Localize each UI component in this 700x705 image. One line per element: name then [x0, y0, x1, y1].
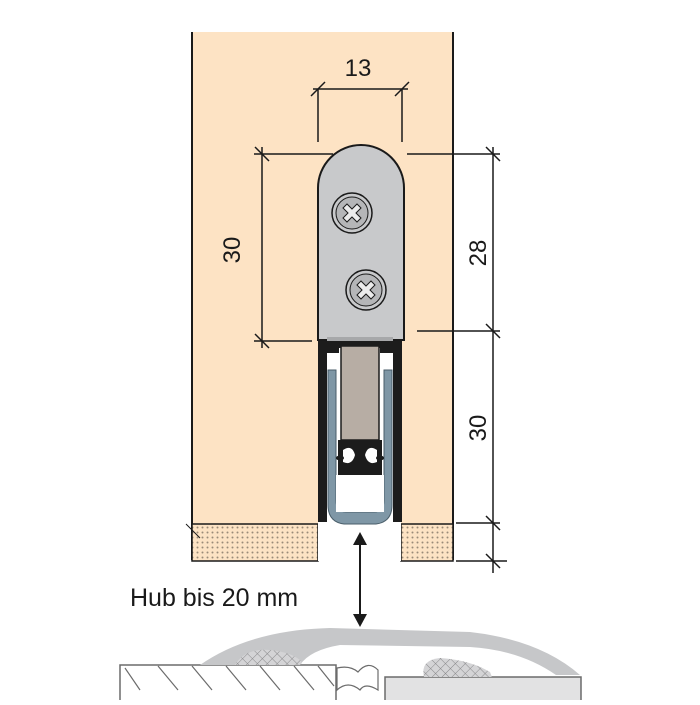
stroke-caption: Hub bis 20 mm	[130, 584, 298, 612]
dimension-label-seal-right: 30	[465, 415, 492, 442]
dimension-right-chain	[407, 146, 507, 573]
floor-threshold	[119, 628, 582, 705]
dimension-label-width: 13	[345, 55, 372, 82]
dimension-label-bracket-right: 28	[465, 240, 492, 267]
phillips-screw-icon	[345, 269, 387, 311]
dimension-bracket-left	[254, 146, 333, 349]
mounting-bracket	[317, 144, 405, 341]
seal-mechanism-block	[336, 345, 384, 475]
seal-profile	[327, 369, 393, 525]
dimension-label-bracket-left: 30	[219, 237, 246, 264]
door-bottom-cut-right	[400, 523, 454, 562]
door-bottom-cut-left	[185, 523, 319, 562]
dimension-top-width	[310, 81, 410, 142]
phillips-screw-icon	[331, 192, 373, 234]
double-arrow-icon	[353, 532, 367, 627]
seal-housing	[318, 340, 402, 522]
